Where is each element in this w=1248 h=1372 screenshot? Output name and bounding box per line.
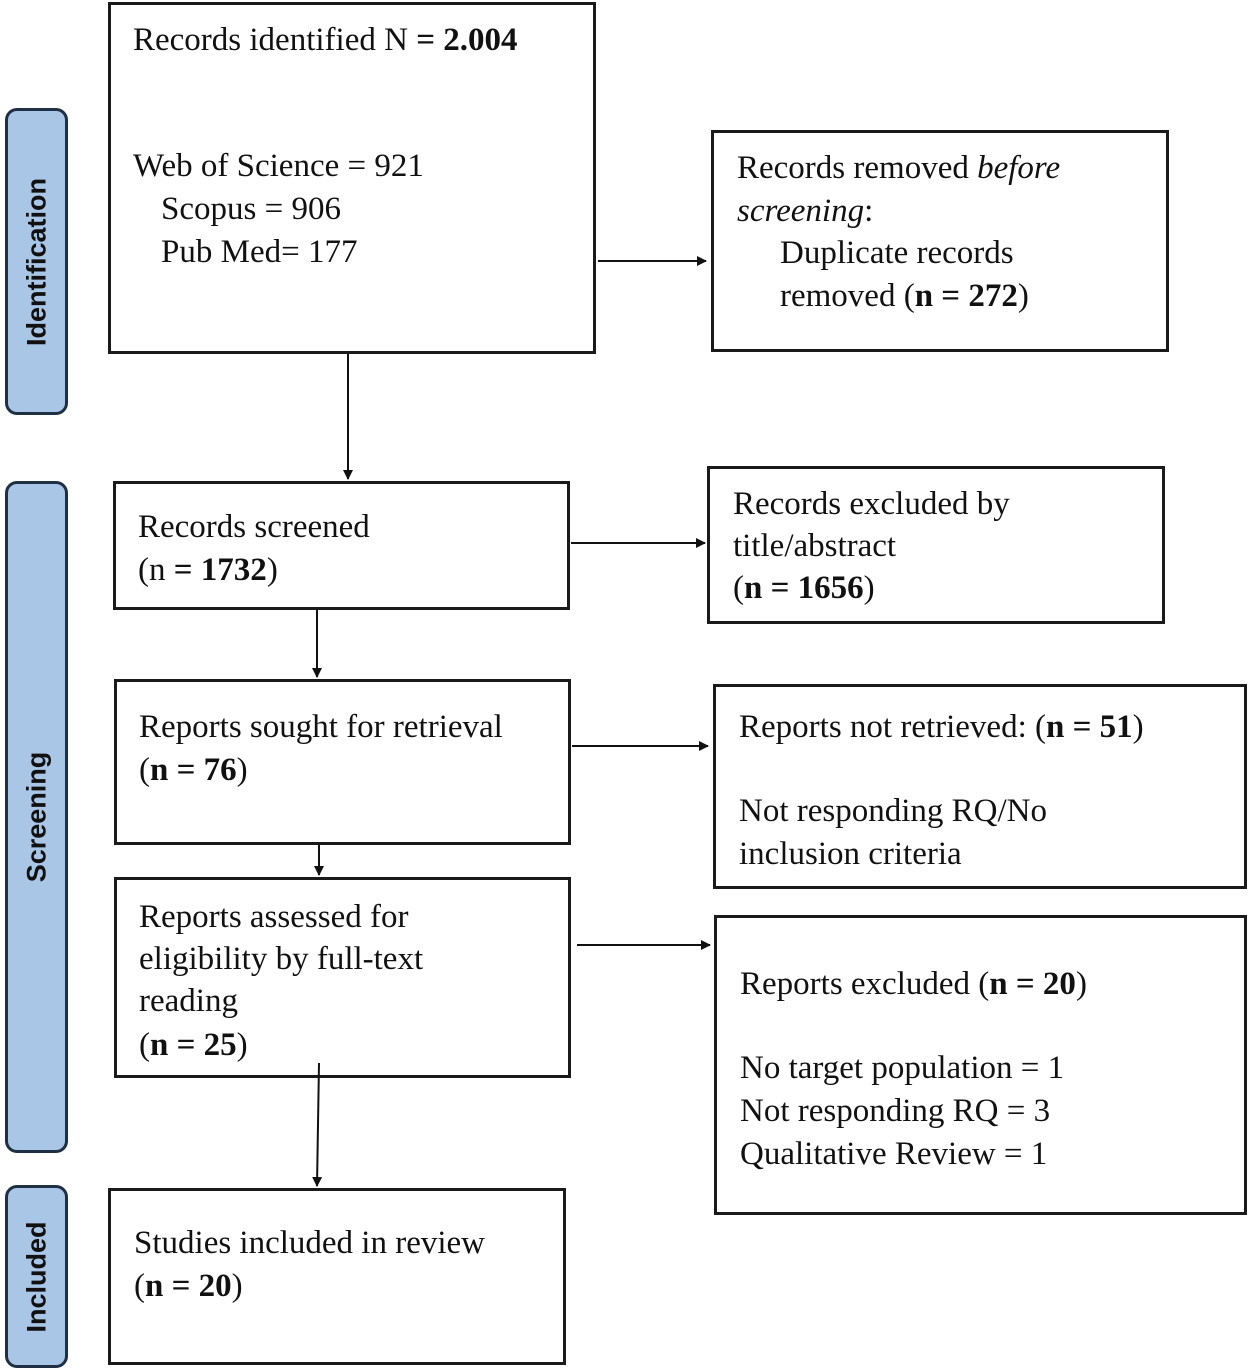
pubmed-count: Pub Med= 177 [161,234,358,270]
records-removed-box: Records removed before screening: Duplic… [711,130,1169,352]
reports-assessed-box: Reports assessed for eligibility by full… [114,877,571,1078]
not-retrieved-reason-line2: inclusion criteria [739,836,962,872]
reports-assessed-count: (n = 25) [139,1027,248,1063]
reports-not-retrieved-count: Reports not retrieved: (n = 51) [739,709,1144,745]
reports-assessed-line3: reading [139,983,238,1019]
records-removed-line2: screening: [737,193,874,229]
duplicate-records-label: Duplicate records [780,235,1014,271]
studies-included-label: Studies included in review [134,1225,486,1261]
records-excluded-count: (n = 1656) [733,570,875,606]
stage-screening: Screening [5,481,68,1153]
records-screened-label: Records screened [138,509,370,545]
records-excluded-line2: title/abstract [733,528,897,564]
arrow-assessed-to-included [312,1062,323,1187]
scopus-count: Scopus = 906 [161,191,341,227]
records-screened-count: (n = 1732) [138,552,278,588]
reports-not-retrieved-box: Reports not retrieved: (n = 51) Not resp… [713,684,1247,889]
duplicate-records-count: removed (n = 272) [780,278,1029,314]
exclusion-reason-not-responding-rq: Not responding RQ = 3 [740,1093,1051,1129]
exclusion-reason-qualitative-review: Qualitative Review = 1 [740,1136,1048,1172]
studies-included-count: (n = 20) [134,1268,243,1304]
reports-excluded-box: Reports excluded (n = 20) No target popu… [714,915,1247,1215]
stage-included: Included [5,1185,68,1368]
reports-assessed-line2: eligibility by full-text [139,941,424,977]
records-excluded-line1: Records excluded by [733,486,1010,522]
records-identified-box: Records identified N = 2.004 Web of Scie… [108,2,596,354]
reports-assessed-line1: Reports assessed for [139,899,409,935]
records-excluded-box: Records excluded by title/abstract (n = … [707,466,1165,624]
reports-excluded-count: Reports excluded (n = 20) [740,966,1087,1002]
studies-included-box: Studies included in review (n = 20) [108,1188,566,1365]
records-screened-box: Records screened (n = 1732) [113,481,570,610]
exclusion-reason-no-target-population: No target population = 1 [740,1050,1065,1086]
reports-sought-label: Reports sought for retrieval [139,709,503,745]
not-retrieved-reason-line1: Not responding RQ/No [739,793,1047,829]
reports-sought-box: Reports sought for retrieval (n = 76) [114,679,571,845]
reports-sought-count: (n = 76) [139,752,248,788]
records-removed-line1: Records removed before [737,150,1061,186]
web-of-science-count: Web of Science = 921 [133,148,424,184]
records-identified-title: Records identified N = 2.004 [133,22,518,58]
stage-identification: Identification [5,108,68,415]
